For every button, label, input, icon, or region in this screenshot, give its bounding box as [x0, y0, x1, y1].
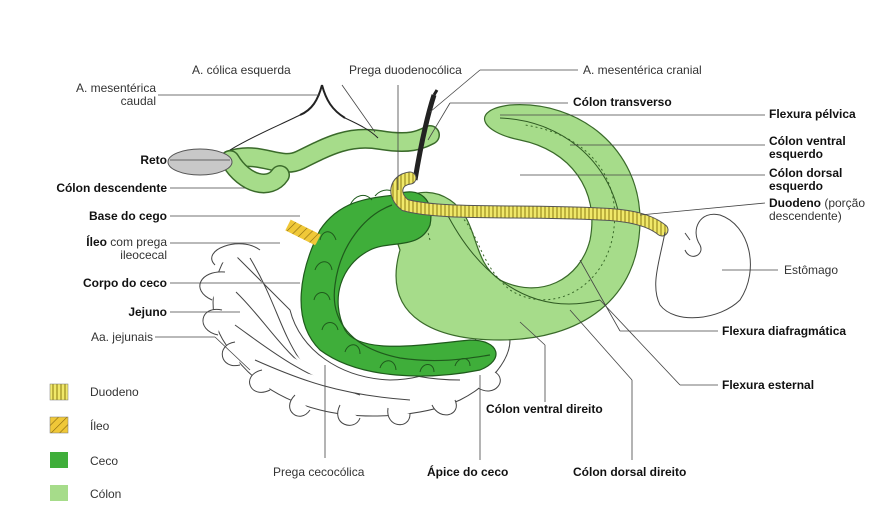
label-ileo-bold: Íleo: [86, 235, 107, 249]
ileum-segment: [288, 225, 318, 240]
legend-label-duodeno: Duodeno: [90, 386, 139, 399]
legend-label-ceco: Ceco: [90, 455, 118, 468]
label-duodeno-line2: descendente): [769, 209, 842, 223]
legend-swatch-colon: [50, 485, 68, 501]
legend-label-colon: Cólon: [90, 488, 121, 501]
label-ileo-line2: ileocecal: [120, 248, 167, 262]
label-flexura-pelvica: Flexura pélvica: [769, 108, 856, 121]
label-mesenterica-caudal: A. mesentérica caudal: [40, 82, 156, 108]
label-flexura-diafragmatica: Flexura diafragmática: [722, 325, 846, 338]
stomach-outline: [656, 214, 751, 318]
label-colon-transverso: Cólon transverso: [573, 96, 672, 109]
label-prega-duodenocolica: Prega duodenocólica: [349, 64, 462, 77]
label-aa-jejunais: Aa. jejunais: [30, 331, 153, 344]
legend-swatch-ceco: [50, 452, 68, 468]
label-ileo-rest: com prega: [107, 235, 167, 249]
label-mesenterica-cranial: A. mesentérica cranial: [583, 64, 702, 77]
label-flexura-esternal: Flexura esternal: [722, 379, 814, 392]
label-colon-dorsal-direito: Cólon dorsal direito: [573, 466, 686, 479]
rectum-shape: [168, 149, 232, 175]
legend-label-ileo: Íleo: [90, 420, 109, 433]
label-duodeno-rest: (porção: [821, 196, 865, 210]
label-colon-ventral-esquerdo: Cólon ventral esquerdo: [769, 135, 846, 161]
legend-swatch-duodeno: [50, 384, 68, 400]
legend-swatch-ileo: [50, 417, 68, 433]
label-ileo: Íleo com prega ileocecal: [40, 236, 167, 262]
label-prega-cecocolica: Prega cecocólica: [273, 466, 364, 479]
label-corpo-ceco: Corpo do ceco: [30, 277, 167, 290]
label-estomago: Estômago: [784, 264, 838, 277]
label-colon-ventral-direito: Cólon ventral direito: [486, 403, 603, 416]
label-reto: Reto: [40, 154, 167, 167]
label-duodeno-bold: Duodeno: [769, 196, 821, 210]
label-base-cego: Base do cego: [40, 210, 167, 223]
label-apice-ceco: Ápice do ceco: [427, 466, 508, 479]
descending-colon: [168, 135, 430, 183]
label-colon-dorsal-esquerdo: Cólon dorsal esquerdo: [769, 167, 842, 193]
label-jejuno: Jejuno: [40, 306, 167, 319]
label-colica-esquerda: A. cólica esquerda: [192, 64, 291, 77]
label-colon-descendente: Cólon descendente: [10, 182, 167, 195]
legend-swatches: [50, 384, 68, 501]
label-duodeno: Duodeno (porção descendente): [769, 197, 865, 223]
